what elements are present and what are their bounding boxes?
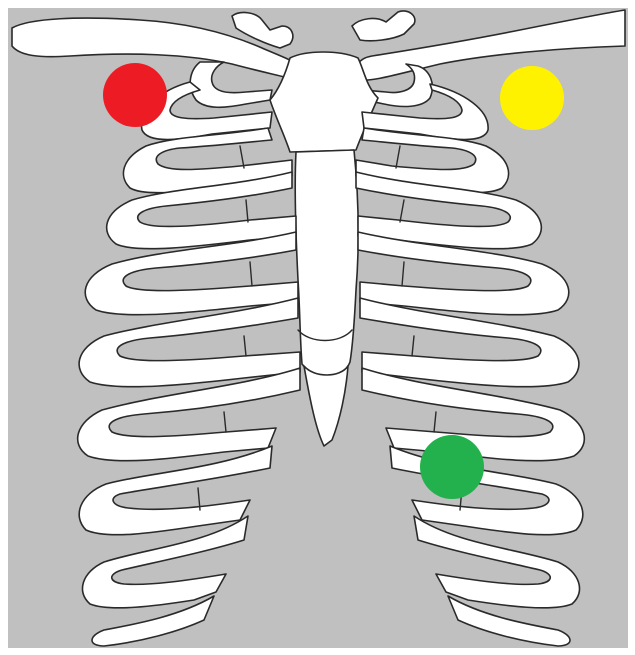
- electrode-red: [103, 63, 167, 127]
- sternum-body: [295, 150, 358, 378]
- electrode-green: [420, 435, 484, 499]
- electrode-yellow: [500, 66, 564, 130]
